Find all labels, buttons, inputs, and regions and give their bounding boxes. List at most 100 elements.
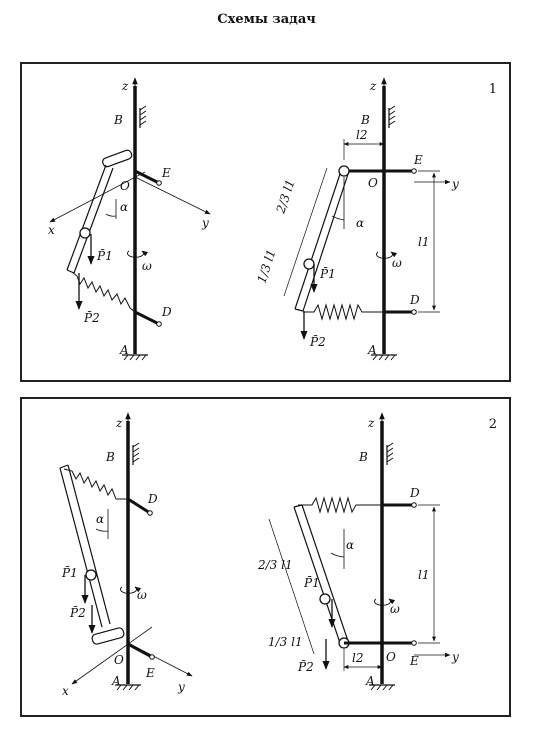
label-p1: P̄1 — [319, 266, 336, 281]
label-e: E — [145, 666, 155, 680]
label-omega: ω — [142, 259, 152, 273]
label-e: E — [161, 166, 171, 180]
label-y: y — [177, 680, 185, 694]
label-o: O — [114, 653, 124, 667]
label-p1: P̄1 — [61, 565, 78, 580]
rod-center-point — [85, 569, 97, 581]
arm-e — [127, 642, 153, 659]
label-l1: l1 — [418, 235, 429, 249]
label-o: O — [386, 650, 396, 664]
spring — [63, 468, 128, 500]
point-d — [147, 510, 153, 516]
bearing-b — [132, 442, 140, 465]
left-figure-1: z B A — [48, 77, 211, 361]
rod-center-point — [303, 258, 315, 270]
label-y: y — [451, 177, 459, 191]
scheme-2-drawing: z B A D — [59, 412, 459, 698]
label-e: E — [413, 153, 423, 167]
hinge-cylinder — [91, 627, 125, 645]
scheme-number: 2 — [488, 417, 497, 432]
problem-scheme-1: 1 z B A — [20, 62, 511, 382]
label-omega: ω — [392, 256, 402, 270]
scheme-number: 1 — [488, 82, 497, 97]
x-axis — [71, 626, 153, 685]
label-o: O — [120, 179, 130, 193]
label-b: B — [360, 113, 370, 127]
left-figure-2: z B A D — [59, 412, 193, 698]
spring — [298, 496, 382, 514]
label-l1: l1 — [418, 568, 429, 582]
right-figure-2: z B A D — [257, 412, 459, 691]
label-one-third-l1: 1/3 l1 — [255, 248, 279, 285]
hinge-cylinder — [102, 149, 133, 168]
label-z: z — [121, 79, 129, 93]
label-one-third-l1: 1/3 l1 — [268, 635, 303, 649]
label-a: A — [365, 674, 375, 688]
label-a: A — [111, 674, 121, 688]
label-omega: ω — [137, 588, 147, 602]
tilted-rod — [59, 464, 111, 628]
spring — [303, 303, 384, 321]
label-p2: P̄2 — [309, 334, 326, 349]
point-d — [411, 309, 417, 315]
label-y: y — [451, 650, 459, 664]
point-d — [156, 321, 162, 327]
bearing-b — [386, 442, 394, 465]
arm-e — [134, 169, 160, 185]
page-title: Схемы задач — [217, 12, 316, 27]
label-e: E — [409, 654, 419, 668]
label-d: D — [161, 305, 172, 319]
rotation-arrow — [376, 251, 398, 259]
bearing-a — [115, 684, 141, 691]
rotation-arrow — [120, 586, 142, 594]
y-axis — [134, 176, 211, 215]
spring — [71, 271, 136, 313]
label-a: A — [119, 343, 129, 357]
point-d — [411, 502, 417, 508]
point-e — [411, 640, 417, 646]
bearing-b — [139, 105, 147, 128]
label-alpha: α — [120, 200, 128, 214]
label-p1: P̄1 — [96, 248, 113, 263]
label-x: x — [62, 684, 69, 698]
label-alpha: α — [356, 216, 364, 230]
rod-dimension-line — [268, 518, 315, 655]
label-z: z — [115, 416, 123, 430]
label-b: B — [358, 450, 368, 464]
label-omega: ω — [390, 602, 400, 616]
point-e — [411, 168, 417, 174]
label-two-thirds-l1: 2/3 l1 — [273, 178, 297, 216]
label-b: B — [113, 113, 123, 127]
label-b: B — [105, 450, 115, 464]
label-d: D — [409, 486, 420, 500]
rod-center-point — [319, 593, 331, 605]
label-y: y — [201, 216, 209, 230]
rotation-arrow — [374, 598, 396, 606]
right-figure-1: z B A E O y l2 — [255, 77, 459, 361]
label-l2: l2 — [352, 651, 363, 665]
rod-hinge — [338, 165, 350, 177]
label-z: z — [367, 416, 375, 430]
label-o: O — [368, 176, 378, 190]
label-a: A — [367, 343, 377, 357]
point-e — [156, 180, 162, 186]
label-alpha: α — [346, 538, 354, 552]
rotation-arrow — [127, 250, 149, 258]
arm-d — [134, 310, 160, 326]
bearing-b — [388, 105, 396, 128]
tilted-rod — [294, 173, 349, 312]
x-axis — [49, 171, 146, 223]
bearing-a — [371, 354, 397, 361]
scheme-1-drawing: z B A — [48, 77, 459, 361]
label-p2: P̄2 — [297, 659, 314, 674]
point-e — [149, 654, 155, 660]
problem-scheme-2: 2 z B A — [20, 397, 511, 717]
label-d: D — [409, 293, 420, 307]
rod-dimension-line — [283, 167, 328, 297]
tilted-rod — [293, 504, 349, 644]
label-p2: P̄2 — [83, 310, 100, 325]
label-p1: P̄1 — [303, 575, 320, 590]
label-x: x — [48, 223, 55, 237]
rod-center-point — [79, 227, 91, 239]
arm-d — [127, 497, 151, 515]
